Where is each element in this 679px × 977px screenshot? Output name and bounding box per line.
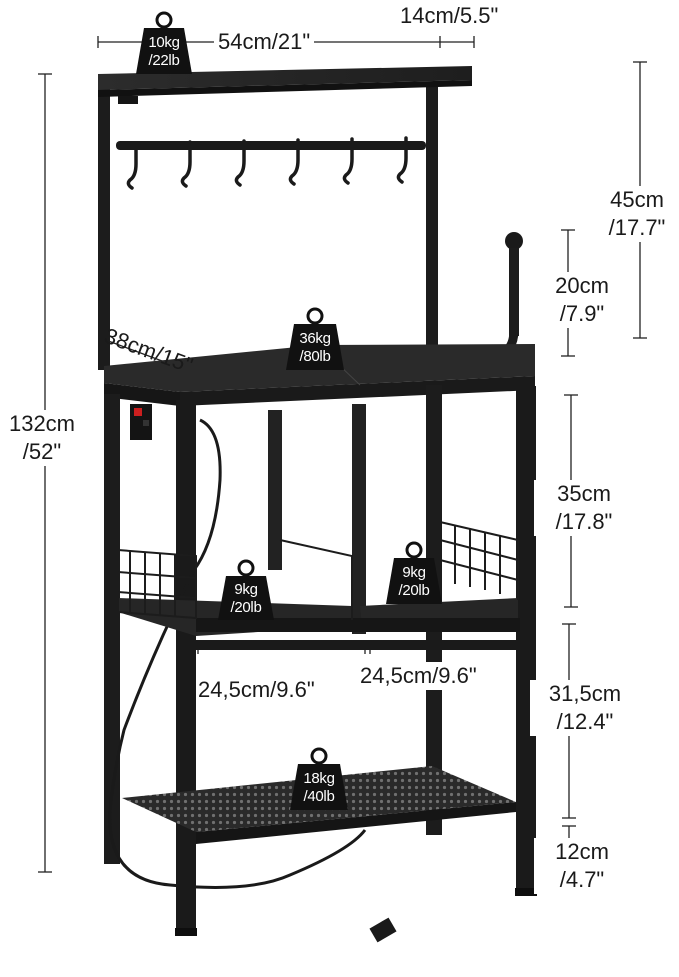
dim-post-height-in: /7.9" xyxy=(534,300,630,328)
wire-baskets xyxy=(117,521,519,620)
load-basket-left-lb: /20lb xyxy=(230,599,262,616)
s-hooks xyxy=(126,136,408,190)
dim-total-height-cm: 132cm xyxy=(2,410,82,438)
dim-lower-height-in: /12.4" xyxy=(530,708,640,736)
load-badge-basket-right xyxy=(386,541,442,604)
load-badge-basket-left xyxy=(218,559,274,620)
load-table-kg: 36kg xyxy=(299,330,331,347)
load-bottom-lb: /40lb xyxy=(303,788,335,805)
load-top-kg: 10kg xyxy=(148,34,180,51)
dim-middle-height-cm: 35cm xyxy=(534,480,634,508)
load-badge-table xyxy=(286,307,344,370)
dimension-lines xyxy=(38,36,647,891)
power-cable xyxy=(108,418,367,889)
dim-post-height-cm: 20cm xyxy=(534,272,630,300)
load-bottom-kg: 18kg xyxy=(303,770,335,787)
dim-upper-height-cm: 45cm xyxy=(596,186,678,214)
load-badge-bottom xyxy=(290,747,348,810)
rack-frame xyxy=(98,66,537,943)
load-top-lb: /22lb xyxy=(148,52,180,69)
load-badge-top xyxy=(136,11,192,74)
power-switch xyxy=(134,408,142,416)
dim-bottom-height-cm: 12cm xyxy=(534,838,630,866)
dim-basket-left-label: 24,5cm/9.6" xyxy=(198,676,315,704)
dim-top-width-label: 54cm/21" xyxy=(214,28,315,56)
paper-towel-holder xyxy=(494,232,523,361)
power-plug xyxy=(369,917,397,943)
leg-front-left xyxy=(176,400,196,932)
load-basket-left-kg: 9kg xyxy=(234,581,258,598)
dim-upper-height-in: /17.7" xyxy=(596,214,678,242)
load-table-lb: /80lb xyxy=(299,348,331,365)
dim-middle-height-in: /17.8" xyxy=(534,508,634,536)
dim-bottom-height-in: /4.7" xyxy=(534,866,630,894)
load-basket-right-lb: /20lb xyxy=(398,582,430,599)
dim-basket-right-label: 24,5cm/9.6" xyxy=(360,662,477,690)
load-basket-right-kg: 9kg xyxy=(402,564,426,581)
leg-front-right xyxy=(516,386,536,892)
basket-shelf-front xyxy=(196,618,520,632)
dim-lower-height-cm: 31,5cm xyxy=(530,680,640,708)
dim-total-height-in: /52" xyxy=(2,438,82,466)
hanging-rod xyxy=(116,141,426,150)
dim-shelf-depth-label: 14cm/5.5" xyxy=(400,3,499,28)
leg-back-left xyxy=(104,394,120,864)
